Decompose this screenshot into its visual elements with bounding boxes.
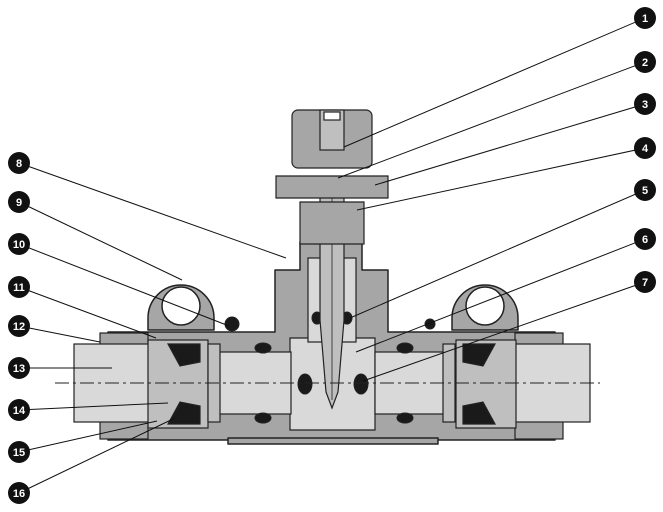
- callout-16: 16: [8, 482, 30, 504]
- bottom-ridge: [227, 437, 439, 445]
- o-ring-left-bottom: [254, 412, 272, 424]
- left-grip-seal-bottom: [166, 401, 201, 425]
- callout-4: 4: [634, 137, 656, 159]
- callout-9: 9: [8, 191, 30, 213]
- spindle-assembly: [275, 109, 389, 410]
- leader-8: [18, 162, 287, 259]
- leader-5: [349, 189, 646, 319]
- callout-12: 12: [8, 315, 30, 337]
- o-ring-right-top: [396, 342, 414, 354]
- callout-11: 11: [8, 276, 30, 298]
- ball-left: [224, 316, 240, 332]
- callout-label: 10: [13, 239, 25, 251]
- leader-12: [18, 325, 101, 343]
- callout-label: 5: [642, 185, 648, 197]
- callout-7: 7: [634, 271, 656, 293]
- o-ring-seat-left: [297, 373, 313, 395]
- leader-1: [343, 17, 646, 148]
- right-port: [442, 332, 591, 440]
- ball-right: [424, 318, 436, 330]
- callout-label: 6: [642, 234, 648, 246]
- o-ring-seat-right: [353, 373, 369, 395]
- callout-label: 8: [16, 158, 22, 170]
- leader-11: [18, 286, 157, 339]
- callout-13: 13: [8, 357, 30, 379]
- leader-10: [18, 243, 230, 327]
- o-ring-right-bottom: [396, 412, 414, 424]
- callout-3: 3: [634, 93, 656, 115]
- leader-9: [18, 201, 183, 281]
- callout-label: 9: [16, 197, 22, 209]
- callout-10: 10: [8, 233, 30, 255]
- leader-4: [356, 147, 646, 211]
- callout-1: 1: [634, 7, 656, 29]
- handle-set-screw: [323, 111, 341, 121]
- callout-2: 2: [634, 51, 656, 73]
- callout-label: 15: [13, 447, 25, 459]
- callout-5: 5: [634, 179, 656, 201]
- callout-15: 15: [8, 441, 30, 463]
- callout-label: 12: [13, 321, 25, 333]
- callout-markers: 1 2 3 4 5 6 7 8 9 10 11 12 13 14 15 16: [8, 7, 656, 504]
- leader-6: [355, 238, 646, 353]
- mounting-hole-left: [161, 286, 201, 326]
- callout-label: 3: [642, 99, 648, 111]
- leader-lines: [18, 17, 646, 494]
- leader-2: [337, 61, 646, 179]
- callout-label: 4: [642, 143, 649, 155]
- bonnet: [299, 201, 365, 245]
- callout-label: 2: [642, 57, 648, 69]
- callout-label: 14: [13, 405, 26, 417]
- o-ring-left-top: [254, 342, 272, 354]
- leader-3: [374, 103, 646, 186]
- leader-15: [18, 420, 158, 453]
- callout-8: 8: [8, 152, 30, 174]
- callout-label: 7: [642, 277, 648, 289]
- left-grip-seal-top: [166, 343, 201, 367]
- right-grip-seal-bottom: [462, 401, 497, 425]
- callout-14: 14: [8, 399, 30, 421]
- callout-6: 6: [634, 228, 656, 250]
- leader-14: [18, 402, 169, 411]
- leader-7: [362, 281, 646, 382]
- callout-label: 1: [642, 13, 648, 25]
- callout-label: 16: [13, 488, 25, 500]
- locking-nut: [275, 175, 389, 199]
- leader-16: [18, 417, 176, 494]
- right-grip-seal-top: [462, 343, 497, 367]
- callout-label: 11: [13, 282, 25, 294]
- callout-label: 13: [13, 363, 25, 375]
- mounting-hole-right: [465, 286, 505, 326]
